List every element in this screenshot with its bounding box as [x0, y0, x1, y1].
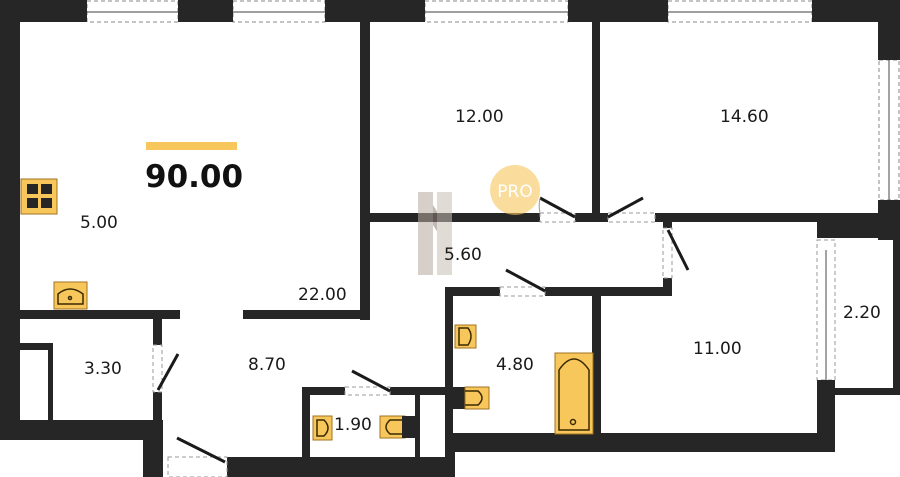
room-area-hall: 8.70	[248, 355, 286, 375]
fixtures	[20, 178, 594, 441]
room-labels: 5.00 22.00 12.00 14.60 5.60 2.20 3.30 8.…	[80, 107, 881, 435]
room-area-bathroom: 4.80	[496, 355, 534, 375]
room-area-living: 22.00	[298, 285, 347, 305]
watermark-logo	[418, 192, 452, 275]
pro-badge: PRO	[490, 165, 540, 215]
kitchen-sink-icon	[53, 281, 88, 310]
pro-badge-text: PRO	[497, 182, 532, 202]
room-area-bedroom-2: 14.60	[720, 107, 769, 127]
stove-icon	[20, 178, 58, 215]
room-area-storage: 3.30	[84, 359, 122, 379]
bath-toilet-icon	[453, 386, 490, 410]
wc-sink-icon	[312, 415, 333, 441]
room-area-bedroom-1: 12.00	[455, 107, 504, 127]
total-area-bar	[146, 142, 237, 150]
room-area-kitchen: 5.00	[80, 213, 118, 233]
toilet-icon	[379, 415, 415, 439]
room-area-corridor: 5.60	[444, 245, 482, 265]
bath-sink-icon	[454, 324, 477, 349]
bathtub-icon	[554, 352, 594, 435]
room-area-wc: 1.90	[334, 415, 372, 435]
room-area-bedroom-3: 11.00	[693, 339, 742, 359]
room-area-balcony: 2.20	[843, 303, 881, 323]
total-area: 90.00	[145, 159, 243, 195]
doors	[152, 196, 690, 477]
